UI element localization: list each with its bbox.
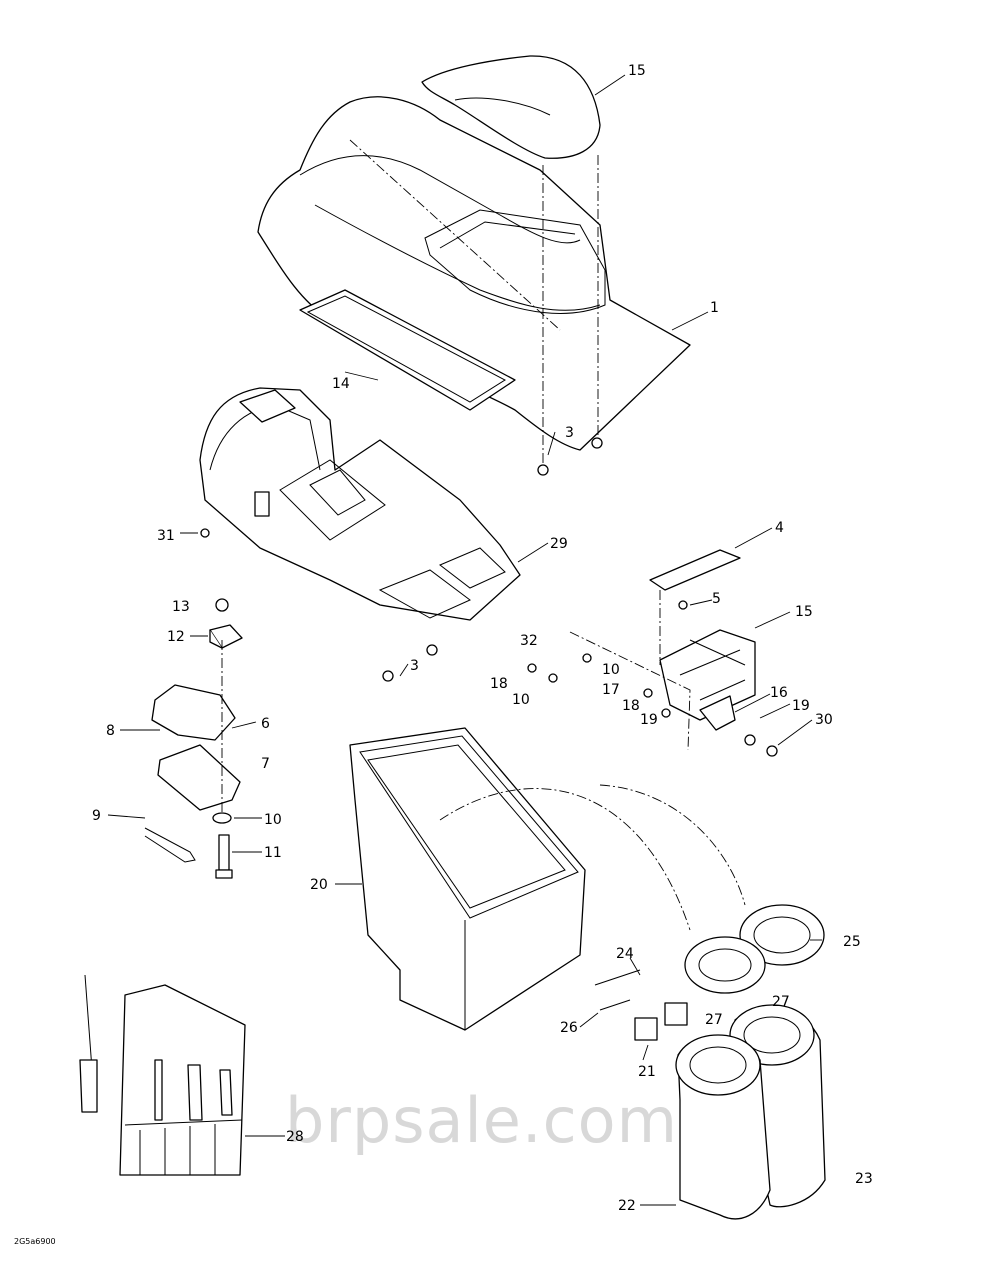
callout-26: 26 [560, 1020, 578, 1036]
callout-13: 13 [172, 599, 190, 615]
callout-31: 31 [157, 528, 175, 544]
callout-10a: 10 [602, 662, 620, 678]
part-8-latch [151, 684, 236, 741]
part-21-plates [634, 1002, 688, 1041]
callout-17: 17 [602, 682, 620, 698]
part-22-cylinder-left [675, 1034, 771, 1220]
part-16-clip [699, 695, 736, 731]
callout-7: 7 [261, 756, 270, 772]
callout-11: 11 [264, 845, 282, 861]
callout-24: 24 [616, 946, 634, 962]
callout-3b: 3 [410, 658, 419, 674]
callout-18b: 18 [622, 698, 640, 714]
part-25-seal-left [684, 936, 766, 994]
part-14-gasket [299, 289, 516, 411]
callout-4: 4 [775, 520, 784, 536]
part-28-tool-kit [79, 974, 246, 1176]
leader-lines [107, 74, 822, 1206]
callout-20: 20 [310, 877, 328, 893]
callout-6: 6 [261, 716, 270, 732]
callout-10c: 10 [264, 812, 282, 828]
alignment-lines [221, 139, 746, 931]
callout-29: 29 [550, 536, 568, 552]
part-13-nut [215, 598, 229, 612]
callout-8: 8 [106, 723, 115, 739]
callout-1: 1 [710, 300, 719, 316]
callout-labels: 15 1 14 3 31 29 4 13 5 15 12 32 3 10 18 … [92, 63, 873, 1214]
callout-9: 9 [92, 808, 101, 824]
callout-5: 5 [712, 591, 721, 607]
hardware [200, 437, 778, 1011]
part-11-bolt [215, 834, 233, 879]
callout-27b: 27 [705, 1012, 723, 1028]
part-12-block [209, 624, 243, 649]
callout-10b: 10 [512, 692, 530, 708]
callout-14: 14 [332, 376, 350, 392]
part-15-mounting-plate [659, 629, 756, 721]
callout-15: 15 [795, 604, 813, 620]
part-4-bracket [649, 549, 741, 591]
part-29-base-tray [199, 387, 521, 621]
callout-19a: 19 [792, 698, 810, 714]
part-2-top-cap [421, 55, 601, 159]
part-20-storage-bin [349, 727, 586, 1031]
part-9-pin [144, 827, 196, 863]
callout-22: 22 [618, 1198, 636, 1214]
part-25-seal [739, 904, 825, 966]
callout-19b: 19 [640, 712, 658, 728]
callout-27a: 27 [772, 994, 790, 1010]
callout-18a: 18 [490, 676, 508, 692]
callout-3: 3 [565, 425, 574, 441]
part-7-latch-base [157, 744, 241, 811]
callout-12: 12 [167, 629, 185, 645]
callout-16: 16 [770, 685, 788, 701]
callout-30: 30 [815, 712, 833, 728]
callout-2: 15 [628, 63, 646, 79]
drawing-code: 2G5a6900 [14, 1237, 56, 1246]
callout-32: 32 [520, 633, 538, 649]
callout-28: 28 [286, 1129, 304, 1145]
callout-23: 23 [855, 1171, 873, 1187]
callout-25: 25 [843, 934, 861, 950]
watermark: brpsale.com [285, 1084, 678, 1157]
callout-21: 21 [638, 1064, 656, 1080]
